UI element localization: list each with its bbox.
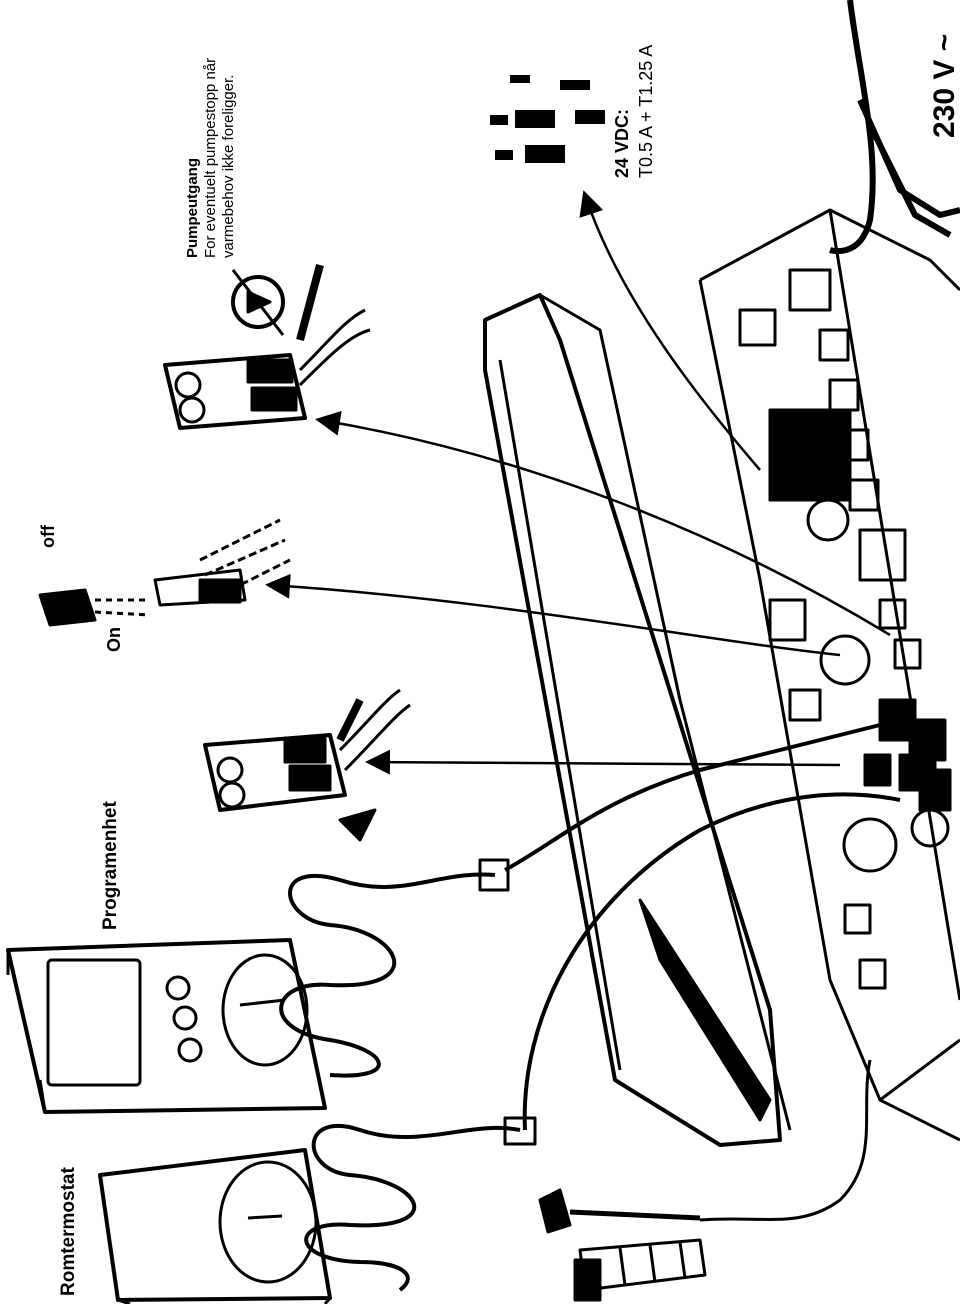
switch-off-label: off xyxy=(38,525,58,548)
room-thermostat-device xyxy=(98,1148,332,1304)
mounting-hardware xyxy=(538,1059,872,1302)
circuit-components xyxy=(768,328,922,990)
coiled-cables xyxy=(279,718,901,1292)
base-unit-body xyxy=(483,208,960,1147)
switch-component xyxy=(38,518,291,627)
pump-output-title: Pumpeutgang xyxy=(184,158,201,258)
pump-output-note-line1: For eventuelt pumpestopp når xyxy=(202,57,219,258)
connection-arrows xyxy=(265,190,891,775)
modular-plugs xyxy=(478,858,537,1146)
mains-voltage-label: 230 V ~ xyxy=(928,33,960,138)
program-unit-label: Programenhet xyxy=(100,801,121,930)
switch-on-label: On xyxy=(104,627,124,652)
room-thermostat-label: Romtermostat xyxy=(58,1167,79,1296)
pump-output-note-line2: varmebehov ikke foreligger. xyxy=(220,74,237,258)
fuse-values: T0.5 A + T1.25 A xyxy=(636,44,656,178)
vdc-title: 24 VDC: xyxy=(612,108,632,178)
fuse-symbols xyxy=(490,75,605,163)
mains-cable xyxy=(829,0,960,255)
program-unit-device xyxy=(6,938,327,1114)
pump-symbol xyxy=(231,269,285,336)
terminal-block-pump xyxy=(163,263,371,430)
terminal-block-left xyxy=(203,688,411,842)
